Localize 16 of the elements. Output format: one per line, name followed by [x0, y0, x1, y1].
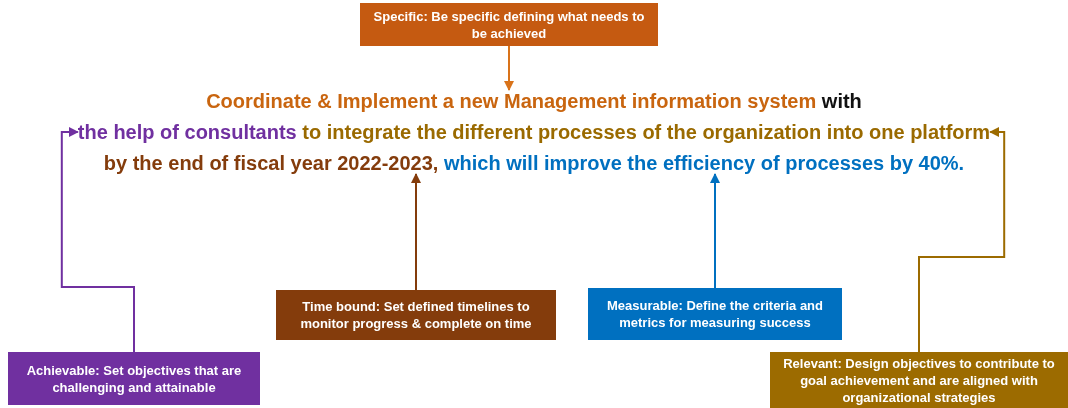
callout-box: Specific: Be specific defining what needs to be achieved	[360, 3, 658, 46]
highlighted-phrase: by the end of fiscal year 2022-2023,	[103, 152, 439, 174]
arrow	[710, 173, 720, 289]
highlighted-phrase: to integrate the different processes of the organization into one platform	[302, 121, 991, 143]
callout-box: Time bound: Set defined timelines to monitor progress & complete on time	[276, 290, 556, 340]
arrow	[60, 127, 135, 353]
arrow	[504, 45, 514, 91]
callout-box: Achievable: Set objectives that are challenging and attainable	[8, 352, 260, 405]
callout-box: Measurable: Define the criteria and metrics for measuring success	[588, 288, 842, 340]
sentence-text: with	[821, 90, 862, 112]
highlighted-phrase: the help of consultants	[77, 121, 297, 143]
arrow	[411, 173, 421, 291]
callout-box: Relevant: Design objectives to contribute to goal achievement and are aligned with organizational strategies	[770, 352, 1068, 408]
highlighted-phrase: Coordinate & Implement a new Management information system	[206, 90, 817, 112]
highlighted-phrase: which will improve the efficiency of processes by 40%.	[444, 152, 965, 174]
arrow	[918, 127, 1006, 353]
